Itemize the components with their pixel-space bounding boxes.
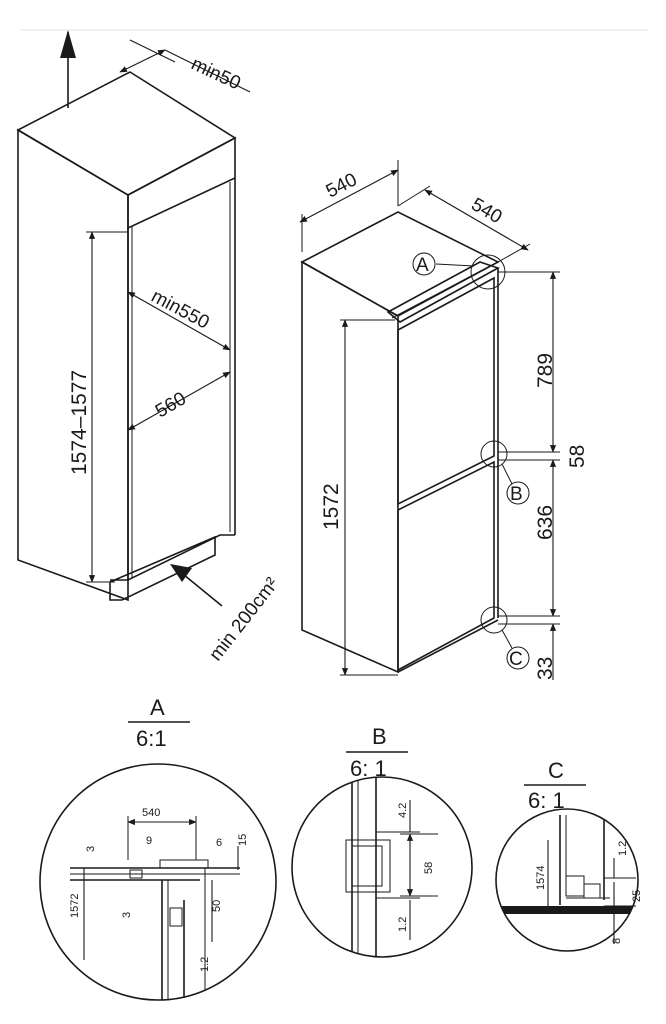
detail-c-d1574: 1574 — [535, 866, 547, 890]
detail-a-d6: 6 — [216, 837, 222, 849]
detail-c-circle — [495, 808, 639, 952]
callout-c-label: C — [509, 649, 523, 670]
detail-b-circle — [291, 776, 473, 958]
fridge-height-label: 1572 — [320, 483, 343, 530]
airflow-up-arrow-head — [60, 30, 76, 58]
callout-a-label: A — [416, 255, 429, 276]
fridge-gap-label: 58 — [566, 445, 589, 468]
detail-a: A 6:1 540 9 6 15 3 1572 3 50 1.2 — [39, 695, 277, 1001]
detail-a-scale: 6:1 — [136, 726, 167, 751]
detail-c-title: C — [548, 758, 564, 783]
detail-c-d8: 8 — [611, 938, 623, 944]
cabinet-width-dim-line — [127, 371, 231, 431]
cabinet-side — [17, 128, 129, 602]
cabinet-vent-label: min 200cm² — [205, 574, 283, 665]
detail-c: C 6: 1 1574 1.2 25 8 — [495, 758, 643, 952]
vent-arrow-head — [170, 564, 192, 582]
fridge-upper-door-label: 789 — [534, 353, 557, 388]
detail-b-d12: 1.2 — [397, 917, 409, 932]
cabinet-drawing: min50 1574–1577 min550 560 min 200cm² — [16, 30, 283, 665]
fridge-depth-label: 540 — [468, 194, 506, 228]
callout-a-circle — [470, 254, 506, 290]
detail-b: B 6: 1 4.2 58 1.2 — [291, 724, 473, 958]
detail-a-title: A — [150, 695, 165, 720]
detail-b-d42: 4.2 — [397, 803, 409, 818]
detail-a-d3b: 3 — [121, 912, 133, 918]
fridge-upper-door — [397, 276, 495, 506]
detail-a-d1572: 1572 — [69, 894, 81, 918]
fridge-width-label: 540 — [323, 169, 361, 202]
detail-c-d25: 25 — [631, 890, 643, 902]
cabinet-top — [16, 71, 237, 196]
detail-a-d3a: 3 — [85, 846, 97, 852]
detail-b-d58: 58 — [423, 862, 435, 874]
detail-a-circle — [39, 763, 277, 1001]
fridge-top — [300, 211, 500, 317]
detail-a-d540: 540 — [142, 807, 160, 819]
fridge-lower-door — [397, 460, 495, 672]
fridge-side — [301, 260, 399, 674]
callout-b-circle — [480, 440, 508, 468]
detail-a-d50: 50 — [211, 900, 223, 912]
callout-b-label: B — [510, 484, 523, 505]
cabinet-min50-label: min50 — [188, 53, 244, 94]
cabinet-width-label: 560 — [152, 388, 190, 422]
fridge-bottom-label: 33 — [534, 657, 557, 680]
detail-a-d9: 9 — [146, 835, 152, 847]
fridge-lower-door-label: 636 — [534, 505, 557, 540]
cabinet-front-band — [127, 136, 236, 230]
detail-a-d12: 1.2 — [199, 957, 211, 972]
fridge-drawing: 540 540 1572 789 58 636 33 A B — [299, 160, 589, 680]
detail-b-title: B — [372, 724, 387, 749]
cabinet-plinth — [109, 535, 216, 601]
detail-c-d12: 1.2 — [617, 841, 629, 856]
cabinet-height-label: 1574–1577 — [68, 370, 91, 475]
detail-a-d15: 15 — [237, 834, 249, 846]
cabinet-depth-label: min550 — [148, 286, 213, 334]
cabinet-depth-dim-line — [127, 291, 231, 351]
callout-c-circle — [480, 606, 508, 634]
